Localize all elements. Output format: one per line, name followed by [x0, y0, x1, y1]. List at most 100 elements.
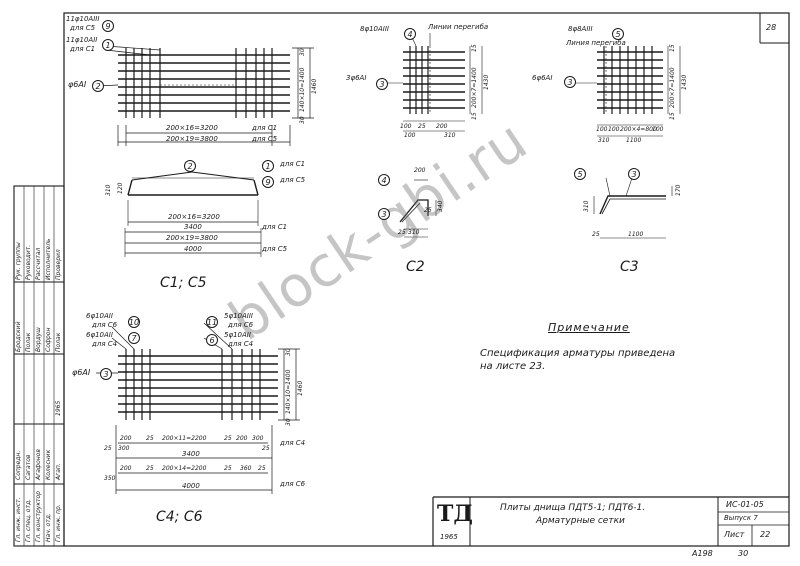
c1c5-dim-right-0: 30	[299, 48, 306, 56]
c3-dim-bottom2-1: 1100	[626, 137, 642, 144]
c1c5-mark-2: 2	[92, 80, 104, 92]
c1c5-sec-mark-1: 1	[262, 160, 274, 172]
tb-left-0: Гл. инж. инст.	[15, 497, 22, 542]
stamp-code: А198	[692, 549, 713, 558]
c4c6-row2: 3400	[182, 450, 200, 458]
c2-sec-mark-4: 4	[378, 174, 390, 186]
stamp-code-2: 30	[738, 549, 749, 558]
c4c6-row1-5: 300	[252, 435, 264, 442]
c3-dim-right-1: 200×7=1400	[669, 67, 676, 108]
title-block	[432, 496, 789, 546]
c2-sec-dim-2: 340	[437, 200, 444, 212]
c4c6-row-small-0: 25	[104, 445, 112, 452]
c3-mark-3: 3	[564, 76, 576, 88]
c2-section	[399, 179, 437, 238]
c1c5-sec-b1-for: для С1	[262, 223, 288, 231]
c2-sec-mark-3: 3	[378, 208, 390, 220]
c4c6-row-small-1: 300	[118, 445, 130, 452]
sheet-code: ИС-01-05	[726, 500, 764, 509]
sheet-number: 22	[760, 530, 771, 539]
c1c5-callout-2b: для С1	[70, 45, 96, 53]
c4c6-dim-right-3: 30	[285, 418, 292, 426]
c1c5-dim-right-1: 140×10=1400	[299, 67, 306, 112]
c4c6-callout-3: 5φ10АIII	[224, 312, 253, 320]
c1c5-callout-1b: для С5	[70, 24, 96, 32]
c2-dim-right-1: 200×7=1400	[471, 67, 478, 108]
c4c6-callout-left: φ6АI	[72, 368, 91, 377]
c1c5-dim-right-3: 30	[299, 116, 306, 124]
c4c6-row-small-3: 350	[104, 475, 116, 482]
c1c5-section	[124, 171, 262, 257]
c3-caption: С3	[620, 259, 639, 275]
c3-dim-bottom-3: 100	[652, 126, 664, 133]
c4c6-row4: 4000	[182, 482, 200, 490]
c3-sec-dim-3: 1100	[628, 231, 644, 238]
c1c5-sec-b3-for: для С5	[262, 245, 288, 253]
c2-dim-bottom-0: 100	[400, 123, 412, 130]
c2-caption: С2	[406, 259, 425, 275]
c1c5-callout-1: 11φ10АIII	[66, 15, 100, 23]
c1c5-sec-b2: 3400	[184, 223, 202, 231]
tb-word-0: Сопредн.	[15, 450, 22, 480]
c3-dim-bottom-2: 200×4=800	[620, 126, 657, 133]
tb-name-4: Полак	[55, 332, 62, 352]
tb-name-2: Вордуш	[35, 327, 42, 352]
c4c6-row1-0: 200	[120, 435, 132, 442]
c4c6-row1-3: 25	[224, 435, 232, 442]
c2-mark-4: 4	[404, 28, 416, 40]
c2-dim-bottom-2: 200	[436, 123, 448, 130]
c1c5-mesh-plan	[118, 48, 290, 118]
tb-word-4: Агап.	[55, 463, 62, 480]
c3-section	[593, 177, 673, 239]
c4c6-callout-2: 6φ10АII	[86, 331, 113, 339]
c1c5-caption: С1; С5	[160, 275, 207, 291]
c3-sec-mark-3: 3	[628, 168, 640, 180]
c4c6-caption: С4; С6	[156, 509, 203, 525]
c1c5-sec-left: 120	[117, 182, 124, 194]
c3-dim-right-3: 15	[669, 112, 676, 120]
institute-logo: ТД	[437, 501, 473, 527]
tb-word-1: Сагатов	[25, 454, 32, 480]
c4c6-mark-11: 11	[206, 316, 218, 328]
drawing-title-line1: Плиты днища ПДТ5-1; ПДТ6-1.	[500, 503, 646, 513]
c2-mesh-plan	[380, 32, 483, 132]
c3-mark-5: 5	[612, 28, 624, 40]
note-line-1: Спецификация арматуры приведена	[480, 348, 676, 359]
sheet-issue: Выпуск 7	[724, 514, 758, 522]
c4c6-row1-4: 200	[236, 435, 248, 442]
page-number: 28	[766, 23, 777, 32]
c2-dim-bottom-1: 25	[418, 123, 426, 130]
tb-left-3: Нач. отд.	[45, 513, 52, 542]
c3-callout-lines: Линия перегиба	[566, 39, 626, 47]
c4c6-row3-4: 360	[240, 465, 252, 472]
c3-callout-left: 6φ6АI	[532, 74, 553, 82]
c1c5-dim-bottom-1: 200×16=3200	[166, 124, 218, 132]
c4c6-row3-for: для С6	[280, 480, 306, 488]
c2-callout-lines: Линии перегиба	[428, 23, 489, 31]
c2-sec-dim-3: 25	[398, 229, 406, 236]
tb-row-1: Руководит.	[25, 244, 32, 280]
c4c6-row1-for: для С4	[280, 439, 306, 447]
tb-issue: 1965	[55, 400, 62, 416]
tb-word-2: Агафонов	[35, 449, 42, 480]
c1c5-sec-b4: 4000	[184, 245, 202, 253]
c4c6-dim-right-2: 1460	[297, 380, 304, 396]
c2-callout-top: 8φ10АIII	[360, 25, 389, 33]
c3-mesh-plan	[575, 46, 681, 137]
c4c6-mesh-plan	[118, 349, 278, 420]
c4c6-callout-4b: для С4	[228, 340, 254, 348]
c4c6-mark-3: 3	[100, 368, 112, 380]
c2-sec-dim-1: 310	[408, 229, 420, 236]
tb-name-0: Бродский	[15, 321, 22, 352]
tb-left-2: Гл. конструктор	[35, 491, 42, 542]
drawing-title-line2: Арматурные сетки	[536, 516, 625, 526]
c4c6-row1-2: 200×11=2200	[162, 435, 207, 442]
c1c5-sec-for-2: для С5	[280, 176, 306, 184]
c1c5-mark-1: 1	[102, 39, 114, 51]
tb-row-3: Исполнитель	[45, 238, 52, 280]
tb-row-0: Рук. группы	[15, 242, 22, 280]
c4c6-row-small-2: 25	[262, 445, 270, 452]
c3-sec-dim-0: 170	[675, 184, 682, 196]
c4c6-callout-3b: для С6	[228, 321, 254, 329]
